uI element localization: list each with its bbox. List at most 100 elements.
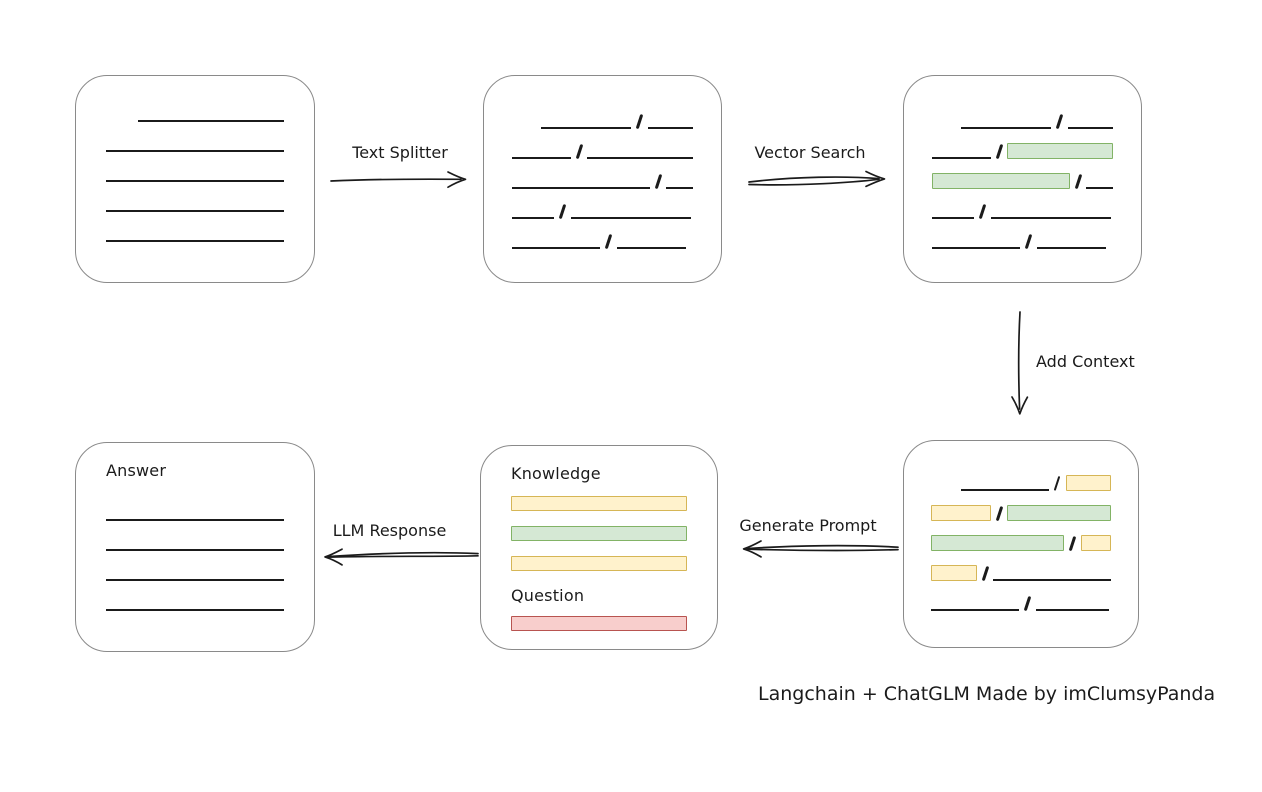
slash-separator [981,565,989,582]
llm-response-arrowhead-icon [324,548,343,566]
text-line [931,609,1019,611]
text-line [993,579,1111,581]
green-chunk [1007,505,1111,521]
text-row [931,491,1111,522]
yellow-chunk [931,505,991,521]
slash-separator [654,173,662,190]
vector-search-arrow-2 [748,178,880,186]
text-line [932,217,974,219]
slash-separator [1023,595,1031,612]
context-chunks-box [903,440,1139,648]
green-chunk [1007,143,1113,159]
text-row [512,189,693,220]
yellow-chunk [511,496,687,511]
text-row [932,129,1113,160]
generate-prompt-arrow [746,544,899,550]
text-row [106,551,284,581]
text-line [666,187,693,189]
text-line [512,217,554,219]
text-row [931,521,1111,552]
yellow-chunk [1065,475,1111,491]
text-line [106,210,284,212]
text-row [512,159,693,190]
vector-search-label: Vector Search [754,143,866,162]
text-row [512,219,693,250]
text-row [106,491,284,521]
text-line [1036,247,1106,249]
answer-title: Answer [106,461,167,480]
text-line [961,489,1050,491]
text-line [570,217,691,219]
text-row [106,182,284,212]
text-row [511,556,687,586]
generate-prompt-arrowhead-icon [742,540,762,558]
text-splitter-arrowhead-icon [447,171,467,189]
text-splitter-arrow [330,178,462,182]
text-line [587,157,693,159]
text-line [512,157,571,159]
green-chunk [932,173,1070,189]
yellow-chunk [511,556,687,571]
slash-separator [604,233,612,250]
slash-separator [575,143,583,160]
generate-prompt-label: Generate Prompt [739,516,877,535]
matched-chunks-box [903,75,1142,283]
answer-box: Answer [75,442,315,652]
answer-lines [106,491,284,611]
text-line [1067,127,1113,129]
slash-separator [558,203,566,220]
knowledge-bars [511,496,687,586]
text-row [106,581,284,611]
green-chunk [931,535,1065,551]
text-line [106,150,284,152]
knowledge-title: Knowledge [511,464,601,483]
text-line [512,247,600,249]
green-chunk [511,526,687,541]
prompt-box: Knowledge Question [480,445,718,650]
text-row [106,521,284,551]
red-chunk [511,616,687,631]
question-bar [511,616,687,632]
generate-prompt-arrow-2 [746,548,899,552]
text-row [931,581,1111,612]
text-row [138,92,284,122]
vector-search-arrowhead-icon [865,170,886,188]
text-line [106,180,284,182]
text-row [511,616,687,632]
text-line [138,120,284,122]
text-row [511,496,687,526]
slash-separator [1074,173,1082,190]
add-context-arrowhead-icon [1011,396,1029,415]
text-row [511,526,687,556]
text-line [1035,609,1109,611]
text-line [106,549,284,551]
vector-search-arrow [748,176,880,183]
question-title: Question [511,586,585,605]
text-row [932,189,1113,220]
text-line [106,579,284,581]
text-line [932,247,1020,249]
llm-response-arrow [327,551,479,558]
slash-separator [978,203,986,220]
text-line [647,127,693,129]
text-line [616,247,686,249]
text-row [106,122,284,152]
slash-separator [1069,535,1077,552]
add-context-arrow [1017,311,1021,410]
slash-separator [1024,233,1032,250]
yellow-chunk [1080,535,1111,551]
split-chunks-box [483,75,722,283]
text-line [106,519,284,521]
document-box [75,75,315,283]
text-row [512,129,693,160]
yellow-chunk [931,565,977,581]
text-row [931,551,1111,582]
text-line [961,127,1051,129]
text-line [106,609,284,611]
slash-separator [1055,113,1063,130]
text-line [1086,187,1113,189]
llm-response-label: LLM Response [332,521,447,540]
add-context-label: Add Context [1036,352,1135,371]
text-row [541,99,693,130]
slash-separator [1054,475,1062,492]
